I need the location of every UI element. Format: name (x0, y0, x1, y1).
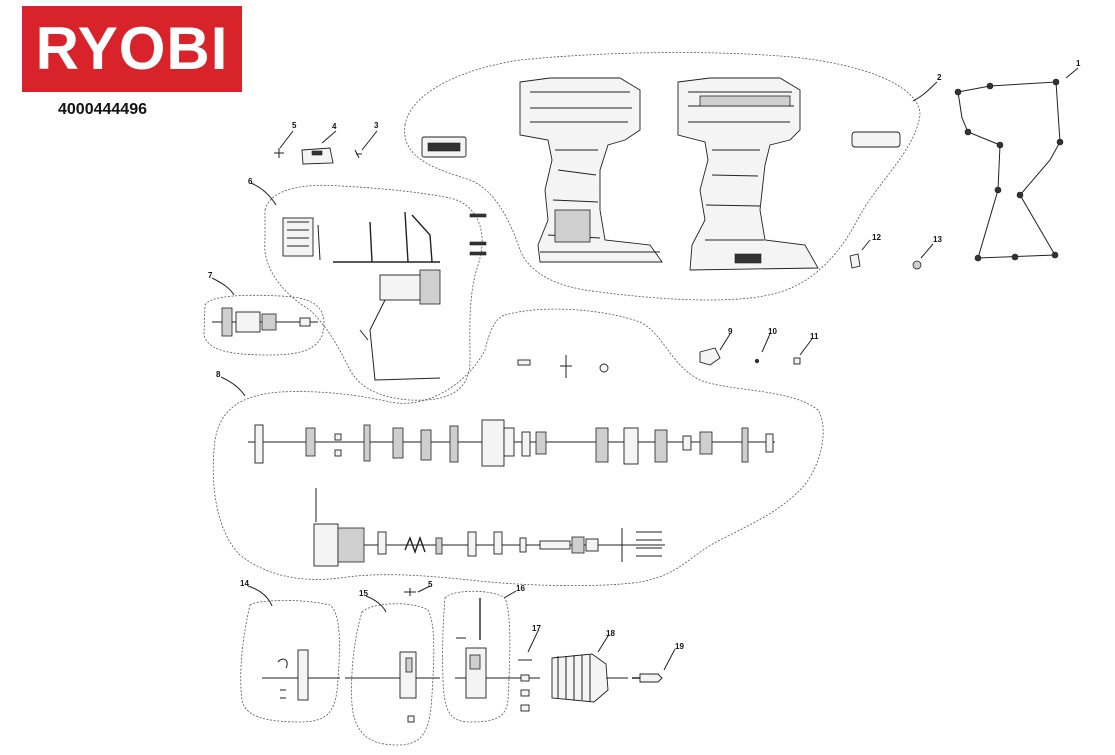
callout-10: 10 (768, 327, 777, 336)
callout-15: 15 (359, 589, 368, 598)
part-13-nut (912, 260, 922, 270)
part-3-pin (354, 149, 362, 159)
part-10-screw (754, 358, 760, 364)
part-12-clip (849, 253, 861, 269)
callout-17: 17 (532, 624, 541, 633)
callout-8: 8 (216, 370, 221, 379)
callout-6: 6 (248, 177, 253, 186)
callout-4: 4 (332, 122, 337, 131)
callout-2: 2 (937, 73, 942, 82)
callout-5-lower: 5 (428, 580, 433, 589)
part-18-chuck (551, 653, 628, 703)
callout-1: 1 (1076, 59, 1081, 68)
group-outline-14 (240, 600, 340, 723)
callout-7: 7 (208, 271, 213, 280)
part-2-housing-left (421, 77, 663, 263)
part-2-housing-right (677, 77, 901, 271)
part-5-spring (274, 148, 284, 158)
part-11-clip (793, 357, 801, 365)
part-19-bit (632, 673, 663, 683)
callout-19: 19 (675, 642, 684, 651)
group-outline-7 (203, 294, 325, 356)
callout-13: 13 (933, 235, 942, 244)
part-16-assembly (455, 598, 540, 699)
callout-numbers: 1 2 3 4 5 6 7 8 9 10 11 12 13 14 15 5 16… (208, 59, 1081, 651)
part-8-gearbox-upper-row (248, 419, 775, 467)
callout-9: 9 (728, 327, 733, 336)
group-outline-housing (404, 52, 921, 301)
ryobi-logo: RYOBI (22, 6, 242, 92)
part-17-screw (518, 659, 532, 712)
part-5-lower-spring (404, 588, 416, 596)
part-7-motor (212, 307, 318, 337)
callout-11: 11 (810, 332, 819, 341)
part-1-screw-set (954, 78, 1064, 262)
part-14-assembly (262, 649, 340, 701)
misc-small-parts (517, 355, 609, 378)
callout-12: 12 (872, 233, 881, 242)
logo-text: RYOBI (35, 15, 229, 82)
part-9-bracket (699, 347, 721, 366)
part-15-assembly (345, 651, 440, 723)
callout-18: 18 (606, 629, 615, 638)
part-8-gearbox-lower-row (313, 488, 665, 567)
part-6-switch-wiring (282, 211, 487, 381)
callout-5: 5 (292, 121, 297, 130)
part-4-switch-cover (301, 147, 334, 165)
diagram-part-number: 4000444496 (58, 101, 147, 118)
callout-3: 3 (374, 121, 379, 130)
group-outline-6 (264, 185, 483, 401)
callout-leaders (211, 67, 1079, 671)
group-outline-8 (212, 308, 824, 587)
group-outline-15 (351, 603, 435, 746)
group-outline-16 (442, 590, 511, 723)
callout-14: 14 (240, 579, 249, 588)
callout-16: 16 (516, 584, 525, 593)
